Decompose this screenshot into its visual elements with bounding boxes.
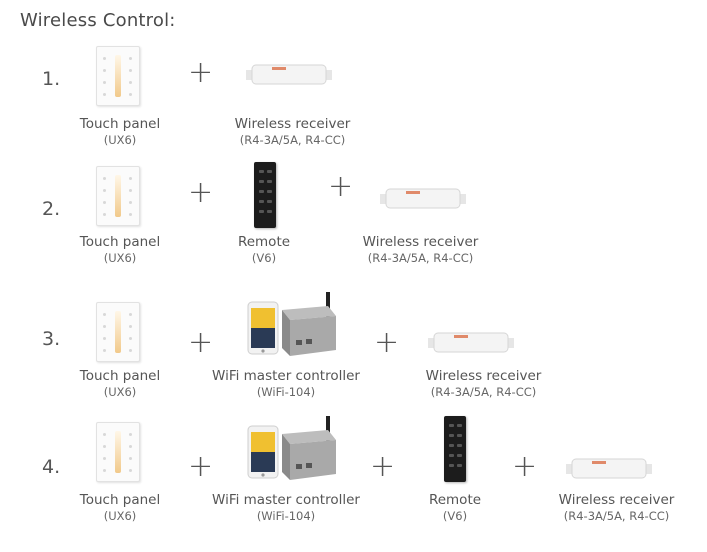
wireless-receiver-image [380, 188, 466, 209]
wireless-receiver-label: Wireless receiver(R4-3A/5A, R4-CC) [234, 116, 351, 147]
touch-panel-label: Touch panel(UX6) [79, 116, 161, 147]
row-number: 1. [42, 68, 61, 90]
remote-image [254, 162, 276, 228]
page-title: Wireless Control: [20, 10, 176, 31]
touch-panel-label: Touch panel(UX6) [79, 492, 161, 523]
plus-icon: + [370, 449, 396, 484]
wireless-receiver-label: Wireless receiver(R4-3A/5A, R4-CC) [425, 368, 542, 399]
plus-icon: + [374, 325, 400, 360]
wireless-receiver-image [566, 458, 652, 479]
wifi-controller-image [247, 416, 336, 480]
wireless-receiver-image [428, 332, 514, 353]
plus-icon: + [512, 449, 538, 484]
touch-panel-image [96, 166, 140, 226]
plus-icon: + [328, 169, 354, 204]
touch-panel-label: Touch panel(UX6) [79, 368, 161, 399]
remote-label: Remote(V6) [428, 492, 482, 523]
plus-icon: + [188, 325, 214, 360]
touch-panel-label: Touch panel(UX6) [79, 234, 161, 265]
touch-panel-image [96, 422, 140, 482]
wireless-receiver-label: Wireless receiver(R4-3A/5A, R4-CC) [558, 492, 675, 523]
row-number: 3. [42, 328, 61, 350]
plus-icon: + [188, 449, 214, 484]
touch-panel-image [96, 46, 140, 106]
remote-image [444, 416, 466, 482]
plus-icon: + [188, 55, 214, 90]
wireless-receiver-label: Wireless receiver(R4-3A/5A, R4-CC) [362, 234, 479, 265]
wifi-controller-label: WiFi master controller(WiFi-104) [212, 368, 360, 399]
remote-label: Remote(V6) [237, 234, 291, 265]
row-number: 4. [42, 456, 61, 478]
touch-panel-image [96, 302, 140, 362]
plus-icon: + [188, 175, 214, 210]
wireless-receiver-image [246, 64, 332, 85]
wifi-controller-label: WiFi master controller(WiFi-104) [212, 492, 360, 523]
row-number: 2. [42, 198, 61, 220]
wifi-controller-image [247, 292, 336, 356]
